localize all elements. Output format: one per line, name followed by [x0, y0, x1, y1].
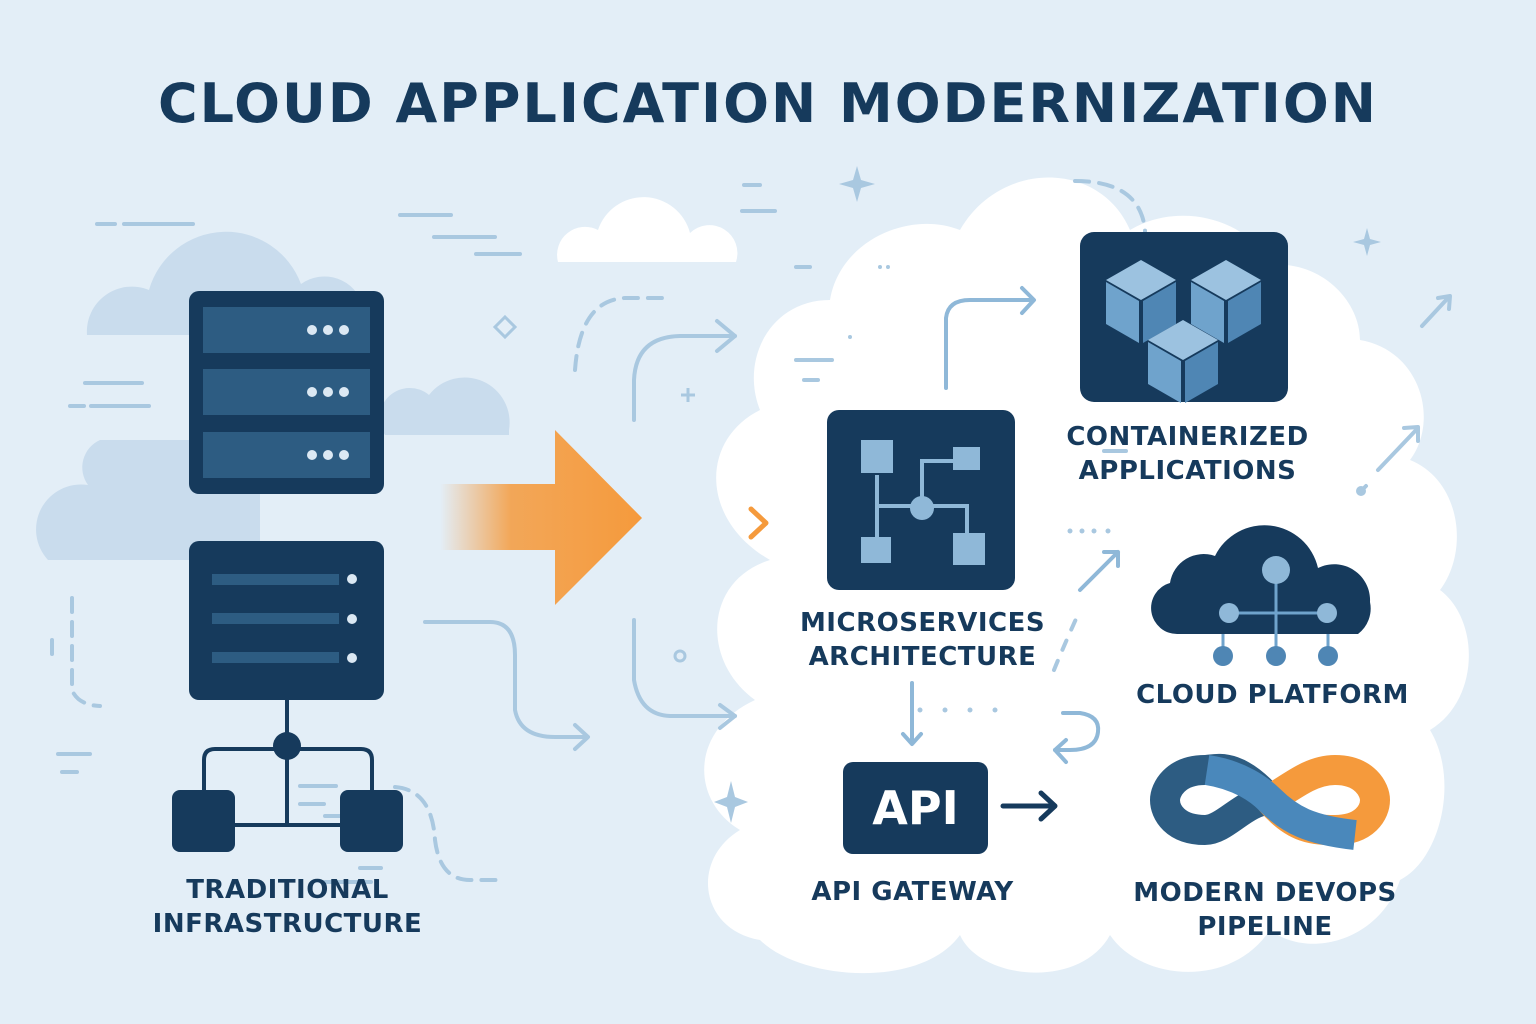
label-line: APPLICATIONS [1078, 456, 1297, 486]
label-line: CLOUD PLATFORM [1136, 680, 1409, 710]
decorative-dashed-curves [50, 179, 1147, 882]
containers-cubes-icon [1080, 232, 1288, 403]
background-cloud-left-mid [379, 377, 510, 435]
decorative-arrows [423, 294, 1452, 751]
cube [1106, 260, 1176, 343]
orange-arrow-icon [440, 430, 642, 605]
network-topology-icon [172, 700, 403, 852]
api-icon-text: API [872, 781, 959, 835]
small-cloud-icon [557, 197, 738, 262]
sparkle-icons [714, 166, 1381, 823]
label-line: MICROSERVICES [799, 608, 1046, 638]
page-title: CLOUD APPLICATION MODERNIZATION [158, 72, 1378, 135]
label-microservices: MICROSERVICES ARCHITECTURE [790, 606, 1055, 674]
decorative-lines [56, 183, 1128, 884]
server-list-icon [189, 541, 384, 700]
infinity-loop-icon [1149, 753, 1391, 850]
label-line: API GATEWAY [811, 877, 1014, 907]
label-cloud-platform: CLOUD PLATFORM [1130, 678, 1415, 712]
label-line: PIPELINE [1197, 912, 1333, 942]
cube [1148, 320, 1218, 403]
label-line: INFRASTRUCTURE [152, 909, 423, 939]
decorative-dots [878, 265, 1111, 713]
flow-arrows [901, 286, 1120, 764]
label-traditional-infrastructure: TRADITIONAL INFRASTRUCTURE [130, 873, 445, 941]
small-orange-arrow-icon [668, 506, 769, 540]
server-rack-icon [189, 291, 384, 494]
label-line: TRADITIONAL [186, 875, 389, 905]
cube [1191, 260, 1261, 343]
label-api-gateway: API GATEWAY [795, 875, 1030, 909]
cloud-network-icon [1151, 525, 1371, 666]
decorative-shapes [492, 314, 695, 663]
label-line: MODERN DEVOPS [1133, 878, 1397, 908]
label-line: CONTAINERIZED [1066, 422, 1309, 452]
label-containerized-applications: CONTAINERIZED APPLICATIONS [1060, 420, 1315, 488]
api-arrow-icon [1000, 790, 1058, 822]
microservices-diagram-icon [827, 410, 1015, 590]
label-modern-devops-pipeline: MODERN DEVOPS PIPELINE [1120, 876, 1410, 944]
label-line: ARCHITECTURE [808, 642, 1037, 672]
api-box-icon [843, 762, 988, 854]
